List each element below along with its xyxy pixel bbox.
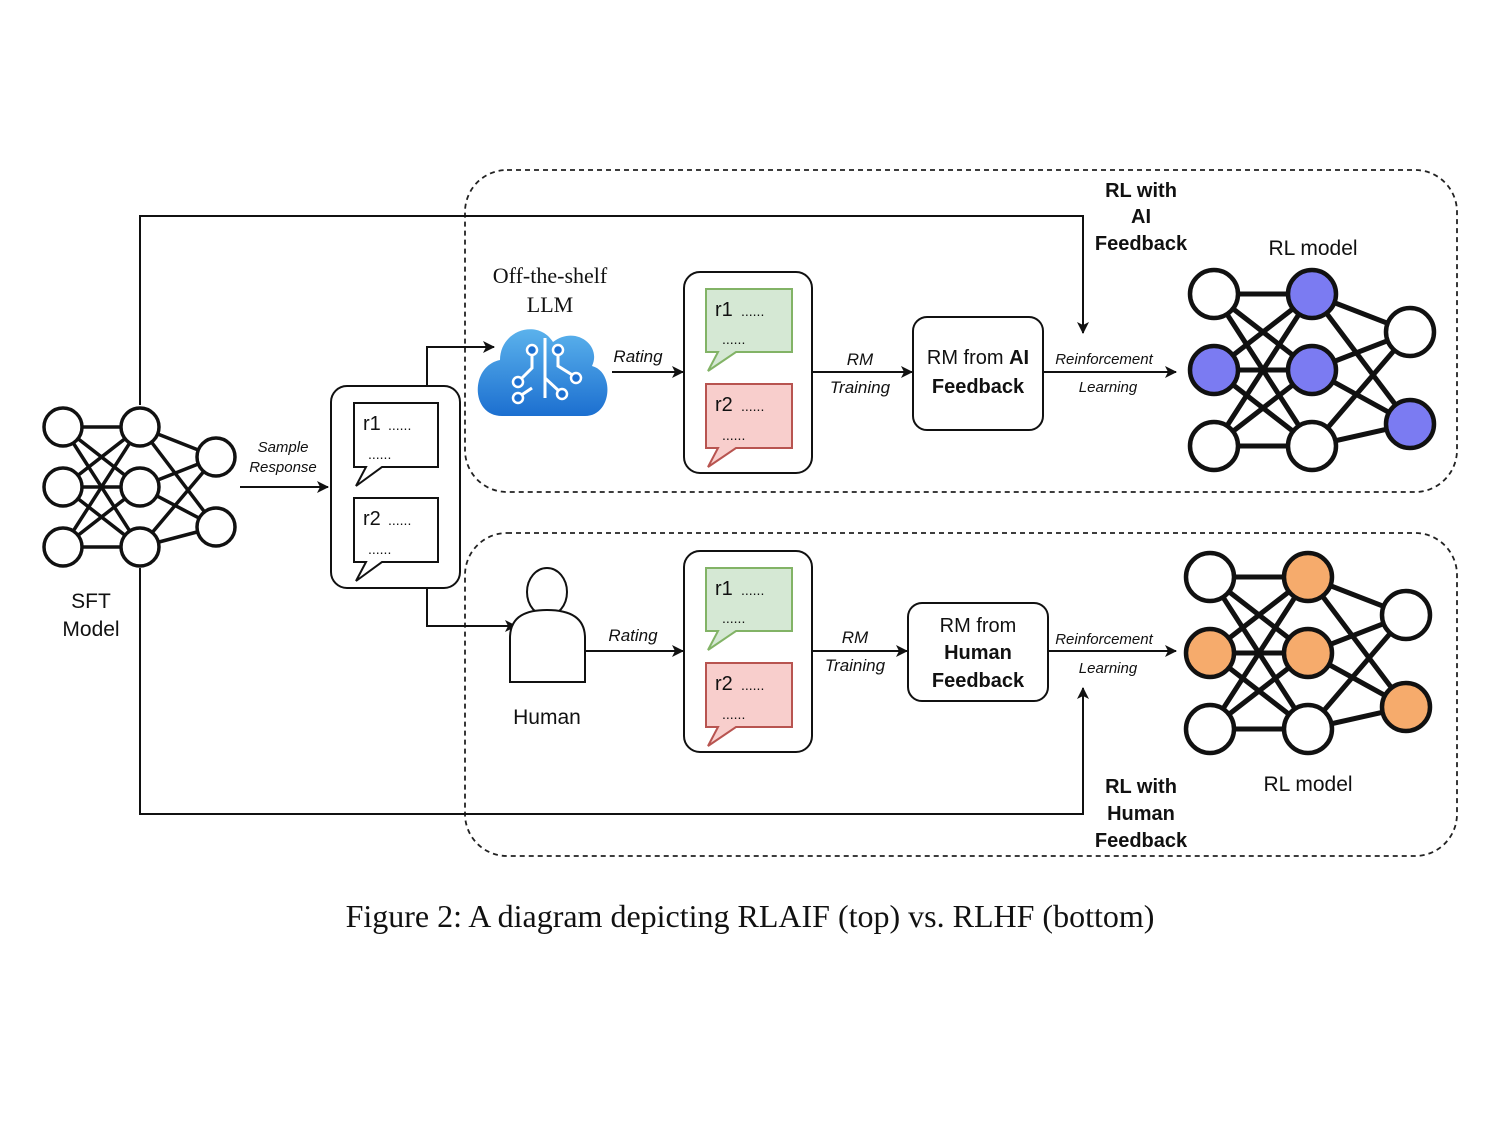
sample-r2-dots: ...... — [388, 512, 411, 528]
network-node — [1183, 626, 1237, 680]
network-edge — [1211, 292, 1315, 448]
ai-rl-label-1: Reinforcement — [1055, 351, 1153, 368]
network-edge — [1306, 575, 1408, 709]
human-rl-label-2: Learning — [1079, 660, 1138, 677]
human-r2-dots: ...... — [741, 677, 764, 693]
rlaif-feedback-loop-line — [139, 215, 1089, 405]
sft-model-label-line1: SFT — [71, 590, 111, 613]
human-rl-label-1: Reinforcement — [1055, 631, 1153, 648]
rm-from-human-label-line2: Human — [944, 642, 1012, 664]
sample-r2-dots-2: ...... — [368, 541, 391, 557]
rl-with-ai-feedback-line1: RL with — [1105, 180, 1177, 202]
human-r1-dots-2: ...... — [722, 610, 745, 626]
arrow-to-llm — [426, 341, 495, 386]
rm-from-human-label-line1: RM from — [940, 615, 1017, 637]
rl-with-human-feedback-line1: RL with — [1105, 776, 1177, 798]
rm-from-ai-label-line1: RM from AI — [927, 347, 1029, 369]
human-r1-label: r1 — [715, 578, 733, 600]
network-node — [1281, 702, 1335, 756]
network-node — [1383, 397, 1437, 451]
network-node — [1285, 419, 1339, 473]
rl-with-human-feedback-line2: Human — [1107, 803, 1175, 825]
ai-r2-dots: ...... — [741, 398, 764, 414]
network-edge — [1207, 575, 1311, 731]
sample-r2-label: r2 — [363, 508, 381, 530]
sample-response-label-line2: Response — [249, 459, 317, 476]
rl-with-ai-feedback-line2: AI — [1131, 206, 1151, 228]
figure-caption: Figure 2: A diagram depicting RLAIF (top… — [345, 898, 1155, 934]
human-label: Human — [513, 706, 581, 729]
ai-r2-dots-2: ...... — [722, 427, 745, 443]
rlhf-feedback-loop-line — [139, 568, 1089, 815]
rlaif-rl-model-label: RL model — [1268, 237, 1357, 260]
sft-model-network — [42, 406, 237, 568]
llm-rating-label: Rating — [613, 347, 663, 366]
network-node — [1187, 343, 1241, 397]
human-rm-training-label-2: Training — [825, 656, 886, 675]
human-r1-dots: ...... — [741, 582, 764, 598]
arrow-to-human — [426, 588, 517, 632]
network-node — [1285, 343, 1339, 397]
human-icon — [509, 567, 586, 683]
ai-r1-dots-2: ...... — [722, 331, 745, 347]
human-rating-label: Rating — [608, 626, 658, 645]
network-edge — [1310, 292, 1412, 426]
rlaif-group-border — [464, 169, 1458, 493]
ai-r2-label: r2 — [715, 394, 733, 416]
llm-label-line1: Off-the-shelf — [493, 263, 608, 288]
human-r2-label: r2 — [715, 673, 733, 695]
sample-response-label-line1: Sample — [258, 439, 309, 456]
human-rated-responses-box — [683, 550, 813, 753]
rlhf-rl-model-label: RL model — [1263, 773, 1352, 796]
sample-r1-dots-2: ...... — [368, 446, 391, 462]
network-node — [1281, 626, 1335, 680]
network-node — [1187, 419, 1241, 473]
rm-from-ai-label-line2: Feedback — [932, 376, 1025, 398]
rm-from-ai-feedback-box — [912, 316, 1044, 431]
sft-model-label-line2: Model — [62, 618, 119, 641]
ai-rm-training-label-1: RM — [847, 350, 874, 369]
ai-r1-dots: ...... — [741, 303, 764, 319]
rm-from-human-label-line3: Feedback — [932, 670, 1025, 692]
rl-with-human-feedback-line3: Feedback — [1095, 830, 1188, 852]
network-node — [1383, 305, 1437, 359]
ai-rated-responses-box — [683, 271, 813, 474]
network-node — [1183, 702, 1237, 756]
ai-rl-label-2: Learning — [1079, 379, 1138, 396]
human-r2-dots-2: ...... — [722, 706, 745, 722]
network-node — [1183, 550, 1237, 604]
cloud-ai-icon — [477, 329, 608, 416]
rlhf-rl-model-network — [1183, 550, 1433, 756]
network-node — [1379, 680, 1433, 734]
sample-r1-label: r1 — [363, 413, 381, 435]
network-node — [1187, 267, 1241, 321]
network-node — [1281, 550, 1335, 604]
ai-rm-training-label-2: Training — [830, 378, 891, 397]
sampled-responses-box — [330, 385, 461, 589]
ai-r1-label: r1 — [715, 299, 733, 321]
rl-with-ai-feedback-line3: Feedback — [1095, 233, 1188, 255]
human-rm-training-label-1: RM — [842, 628, 869, 647]
network-node — [1285, 267, 1339, 321]
rlaif-rl-model-network — [1187, 267, 1437, 473]
llm-label-line2: LLM — [527, 292, 573, 317]
sample-r1-dots: ...... — [388, 417, 411, 433]
rlhf-group-border — [464, 532, 1458, 857]
network-node — [1379, 588, 1433, 642]
